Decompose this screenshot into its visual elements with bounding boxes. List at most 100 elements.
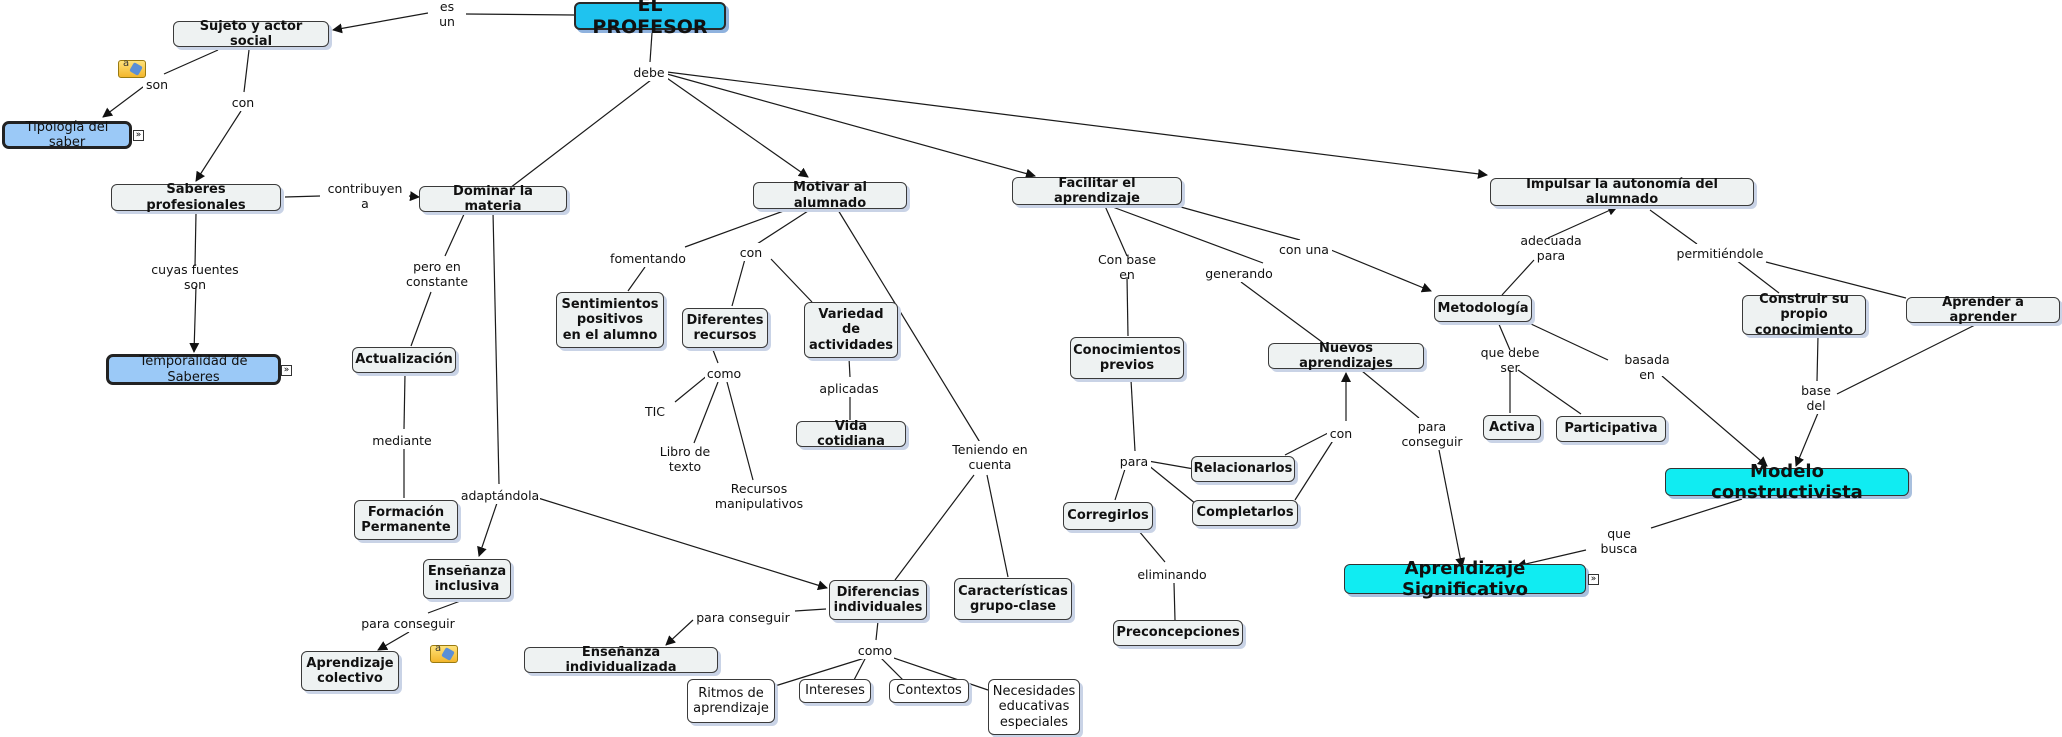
concept-node-modelo[interactable]: Modelo constructivista xyxy=(1665,461,1909,503)
connector-line xyxy=(894,474,975,581)
link-label-tic: TIC xyxy=(644,403,666,419)
concept-node-caracteristicas[interactable]: Características grupo-clase xyxy=(954,578,1072,620)
link-label-con-nuevos: con xyxy=(1327,424,1355,442)
concept-node-vida[interactable]: Vida cotidiana xyxy=(796,419,906,449)
concept-node-aprend-colectivo[interactable]: Aprendizaje colectivo xyxy=(301,651,399,691)
connector-line xyxy=(1147,464,1197,505)
connector-line xyxy=(1765,261,1907,299)
concept-node-variedad[interactable]: Variedad de actividades xyxy=(804,302,898,358)
connector-line xyxy=(1173,582,1176,621)
annotation-note-icon[interactable]: a xyxy=(118,58,146,78)
link-label-cuyas: cuyas fuentes son xyxy=(139,262,251,292)
connector-line xyxy=(403,373,406,430)
resource-link-icon[interactable]: » xyxy=(281,365,292,376)
concept-node-conocimientos[interactable]: Conocimientos previos xyxy=(1070,337,1184,379)
concept-node-saberes[interactable]: Saberes profesionales xyxy=(111,182,281,213)
connector-line xyxy=(1240,281,1323,343)
connector-line xyxy=(1530,323,1609,361)
connector-line xyxy=(1497,321,1511,351)
connector-line xyxy=(666,73,1036,179)
concept-node-tipologia[interactable]: Tipología del saber xyxy=(2,120,132,150)
connector-line xyxy=(163,49,219,75)
link-label-generando: generando xyxy=(1205,264,1273,282)
concept-node-participativa[interactable]: Participativa xyxy=(1556,416,1666,442)
connector-line xyxy=(1735,259,1780,294)
connector-line xyxy=(770,258,813,303)
concept-node-dif-recursos[interactable]: Diferentes recursos xyxy=(682,308,768,348)
concept-node-contextos[interactable]: Contextos xyxy=(889,679,969,703)
concept-node-preconcepciones[interactable]: Preconcepciones xyxy=(1113,620,1243,646)
connector-line xyxy=(837,209,982,445)
link-label-basada: basada en xyxy=(1613,352,1681,382)
link-label-como-rec: como xyxy=(705,364,743,382)
concept-node-ritmos[interactable]: Ritmos de aprendizaje xyxy=(687,679,775,723)
concept-node-necesidades[interactable]: Necesidades educativas especiales xyxy=(988,679,1080,735)
connector-line xyxy=(794,608,827,612)
resource-link-icon[interactable]: » xyxy=(1588,574,1599,585)
concept-node-ens-individualizada[interactable]: Enseñanza individualizada xyxy=(524,645,718,675)
link-label-base-del: base del xyxy=(1799,382,1833,414)
concept-node-relacionarlos[interactable]: Relacionarlos xyxy=(1191,456,1295,482)
connector-line xyxy=(1517,369,1582,415)
connector-line xyxy=(1516,549,1587,569)
note-glyph: a xyxy=(435,643,442,654)
connector-line xyxy=(1137,529,1166,563)
link-label-que-debe-ser: que debe ser xyxy=(1468,345,1552,375)
concept-node-corregirlos[interactable]: Corregirlos xyxy=(1063,502,1153,530)
pencil-icon xyxy=(441,647,455,661)
connector-line xyxy=(1836,322,1980,395)
concept-node-construir[interactable]: Construir su propio conocimiento xyxy=(1742,292,1866,338)
link-label-es-un: es un xyxy=(428,0,466,29)
concept-node-sentimientos[interactable]: Sentimientos positivos en el alumno xyxy=(556,292,664,348)
concept-node-actualizacion[interactable]: Actualización xyxy=(352,347,456,373)
concept-node-diferencias[interactable]: Diferencias individuales xyxy=(829,580,927,620)
resource-link-icon[interactable]: » xyxy=(133,130,144,141)
connector-line xyxy=(189,285,200,353)
link-label-como-dif: como xyxy=(856,641,894,659)
concept-node-sujeto[interactable]: Sujeto y actor social xyxy=(173,19,329,49)
link-label-eliminando: eliminando xyxy=(1137,565,1207,583)
concept-node-temporalidad[interactable]: Temporalidad de Saberes xyxy=(106,354,281,385)
concept-node-motivar[interactable]: Motivar al alumnado xyxy=(753,180,907,211)
connector-line xyxy=(444,211,466,257)
connector-line xyxy=(712,349,719,364)
connector-line xyxy=(332,12,429,34)
connector-line xyxy=(665,619,694,646)
concept-node-formacion[interactable]: Formación Permanente xyxy=(354,500,458,540)
connector-line xyxy=(1661,375,1768,467)
connector-line xyxy=(674,374,709,403)
link-label-adaptandola: adaptándola xyxy=(460,486,540,504)
connector-line xyxy=(875,620,879,641)
connector-line xyxy=(853,656,867,681)
link-label-permitiendole: permitiéndole xyxy=(1675,244,1765,262)
concept-node-nuevos[interactable]: Nuevos aprendizajes xyxy=(1268,341,1424,371)
link-label-para: para xyxy=(1117,452,1151,470)
connector-line xyxy=(1330,249,1432,293)
concept-node-completarlos[interactable]: Completarlos xyxy=(1192,500,1298,526)
concept-node-profesor[interactable]: EL PROFESOR xyxy=(574,0,726,38)
concept-node-facilitar[interactable]: Facilitar el aprendizaje xyxy=(1012,176,1182,206)
concept-node-dominar[interactable]: Dominar la materia xyxy=(419,184,567,214)
concept-node-significativo[interactable]: Aprendizaje Significativo xyxy=(1344,558,1586,600)
connector-line xyxy=(1169,203,1301,241)
link-label-contribuyen: contribuyen a xyxy=(322,181,408,211)
concept-node-ens-inclusiva[interactable]: Enseñanza inclusiva xyxy=(423,559,511,599)
concept-node-metodologia[interactable]: Metodología xyxy=(1434,295,1532,322)
connector-line xyxy=(284,195,321,198)
connector-line xyxy=(756,210,809,245)
link-label-con-base: Con base en xyxy=(1087,252,1167,282)
concept-node-impulsar[interactable]: Impulsar la autonomía del alumnado xyxy=(1490,177,1754,207)
connector-line xyxy=(684,208,790,248)
annotation-note-icon[interactable]: a xyxy=(430,643,458,663)
link-label-con-una: con una xyxy=(1276,240,1332,258)
link-label-mediante: mediante xyxy=(371,431,433,449)
connector-line xyxy=(1130,379,1136,452)
concept-node-activa[interactable]: Activa xyxy=(1483,415,1541,440)
connector-line xyxy=(195,110,242,182)
connector-line xyxy=(410,291,432,347)
connector-line xyxy=(774,656,869,687)
concept-node-aprender[interactable]: Aprender a aprender xyxy=(1906,295,2060,325)
concept-node-intereses[interactable]: Intereses xyxy=(799,679,871,703)
